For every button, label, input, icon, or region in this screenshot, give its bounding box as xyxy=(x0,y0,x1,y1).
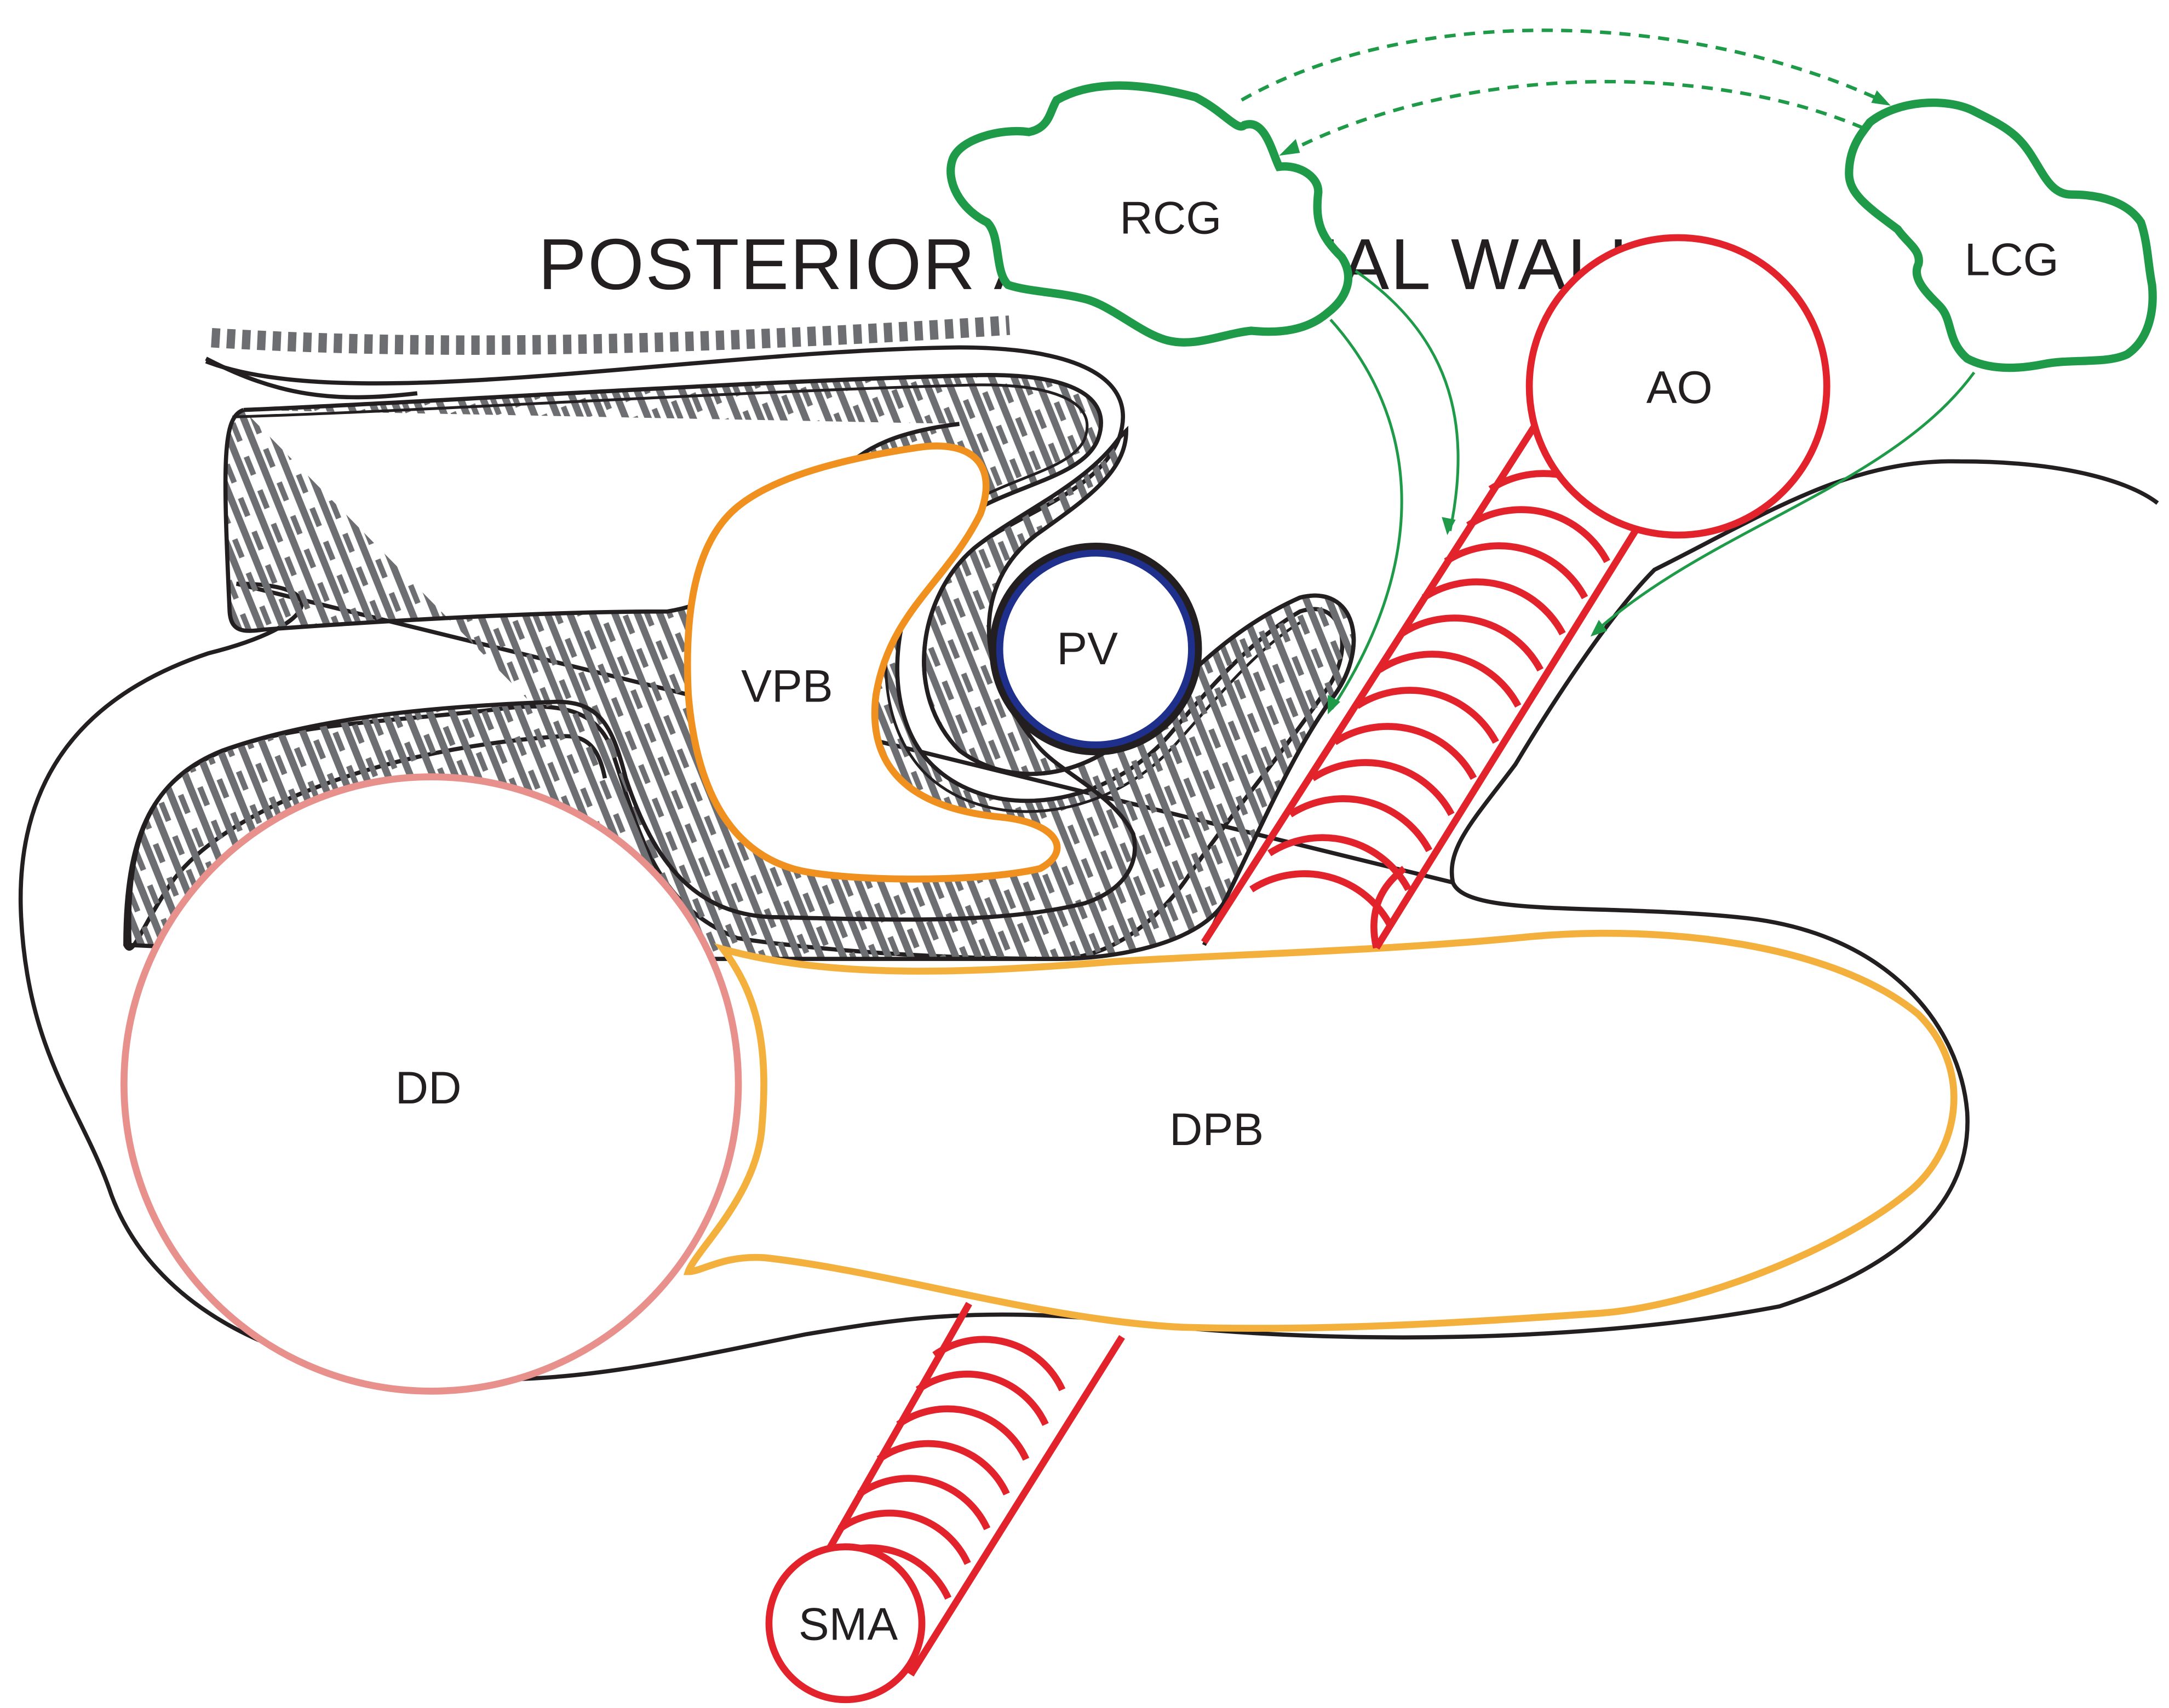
rcg-label: RCG xyxy=(1120,192,1221,243)
ganglion-connections xyxy=(1241,28,1885,154)
rcg-to-lcg-connection xyxy=(1241,28,1885,103)
lcg-nerve xyxy=(1593,371,1976,634)
right-celiac-ganglion xyxy=(946,81,1353,347)
aorta-trunk xyxy=(1201,415,1644,950)
sma-label: SMA xyxy=(799,1598,898,1650)
pv-label: PV xyxy=(1057,623,1118,674)
dpb-label: DPB xyxy=(1169,1103,1264,1155)
nerve-fibers xyxy=(1329,269,1976,710)
sma xyxy=(765,1543,926,1704)
left-celiac-ganglion xyxy=(1845,98,2157,372)
portal-vein-inner xyxy=(996,549,1195,749)
posterior-wall-line xyxy=(211,315,1011,355)
ao-label: AO xyxy=(1646,361,1713,413)
nerve-arrowheads xyxy=(1328,517,1608,715)
dorsal-pancreatic-bud xyxy=(683,929,1958,1332)
lcg-label: LCG xyxy=(1965,233,2059,285)
ganglion-connection-arrowheads xyxy=(1279,90,1891,156)
body-outline-top xyxy=(205,356,418,400)
dd-label: DD xyxy=(395,1062,462,1113)
rcg-nerve-2 xyxy=(1329,319,1403,710)
ventral-pancreatic-bud xyxy=(684,442,1061,883)
descending-duodenum xyxy=(120,773,742,1395)
lcg-to-rcg-connection xyxy=(1285,79,1864,154)
vpb-label: VPB xyxy=(741,660,833,712)
rcg-nerve-1 xyxy=(1355,269,1460,531)
aorta xyxy=(1525,234,1831,539)
